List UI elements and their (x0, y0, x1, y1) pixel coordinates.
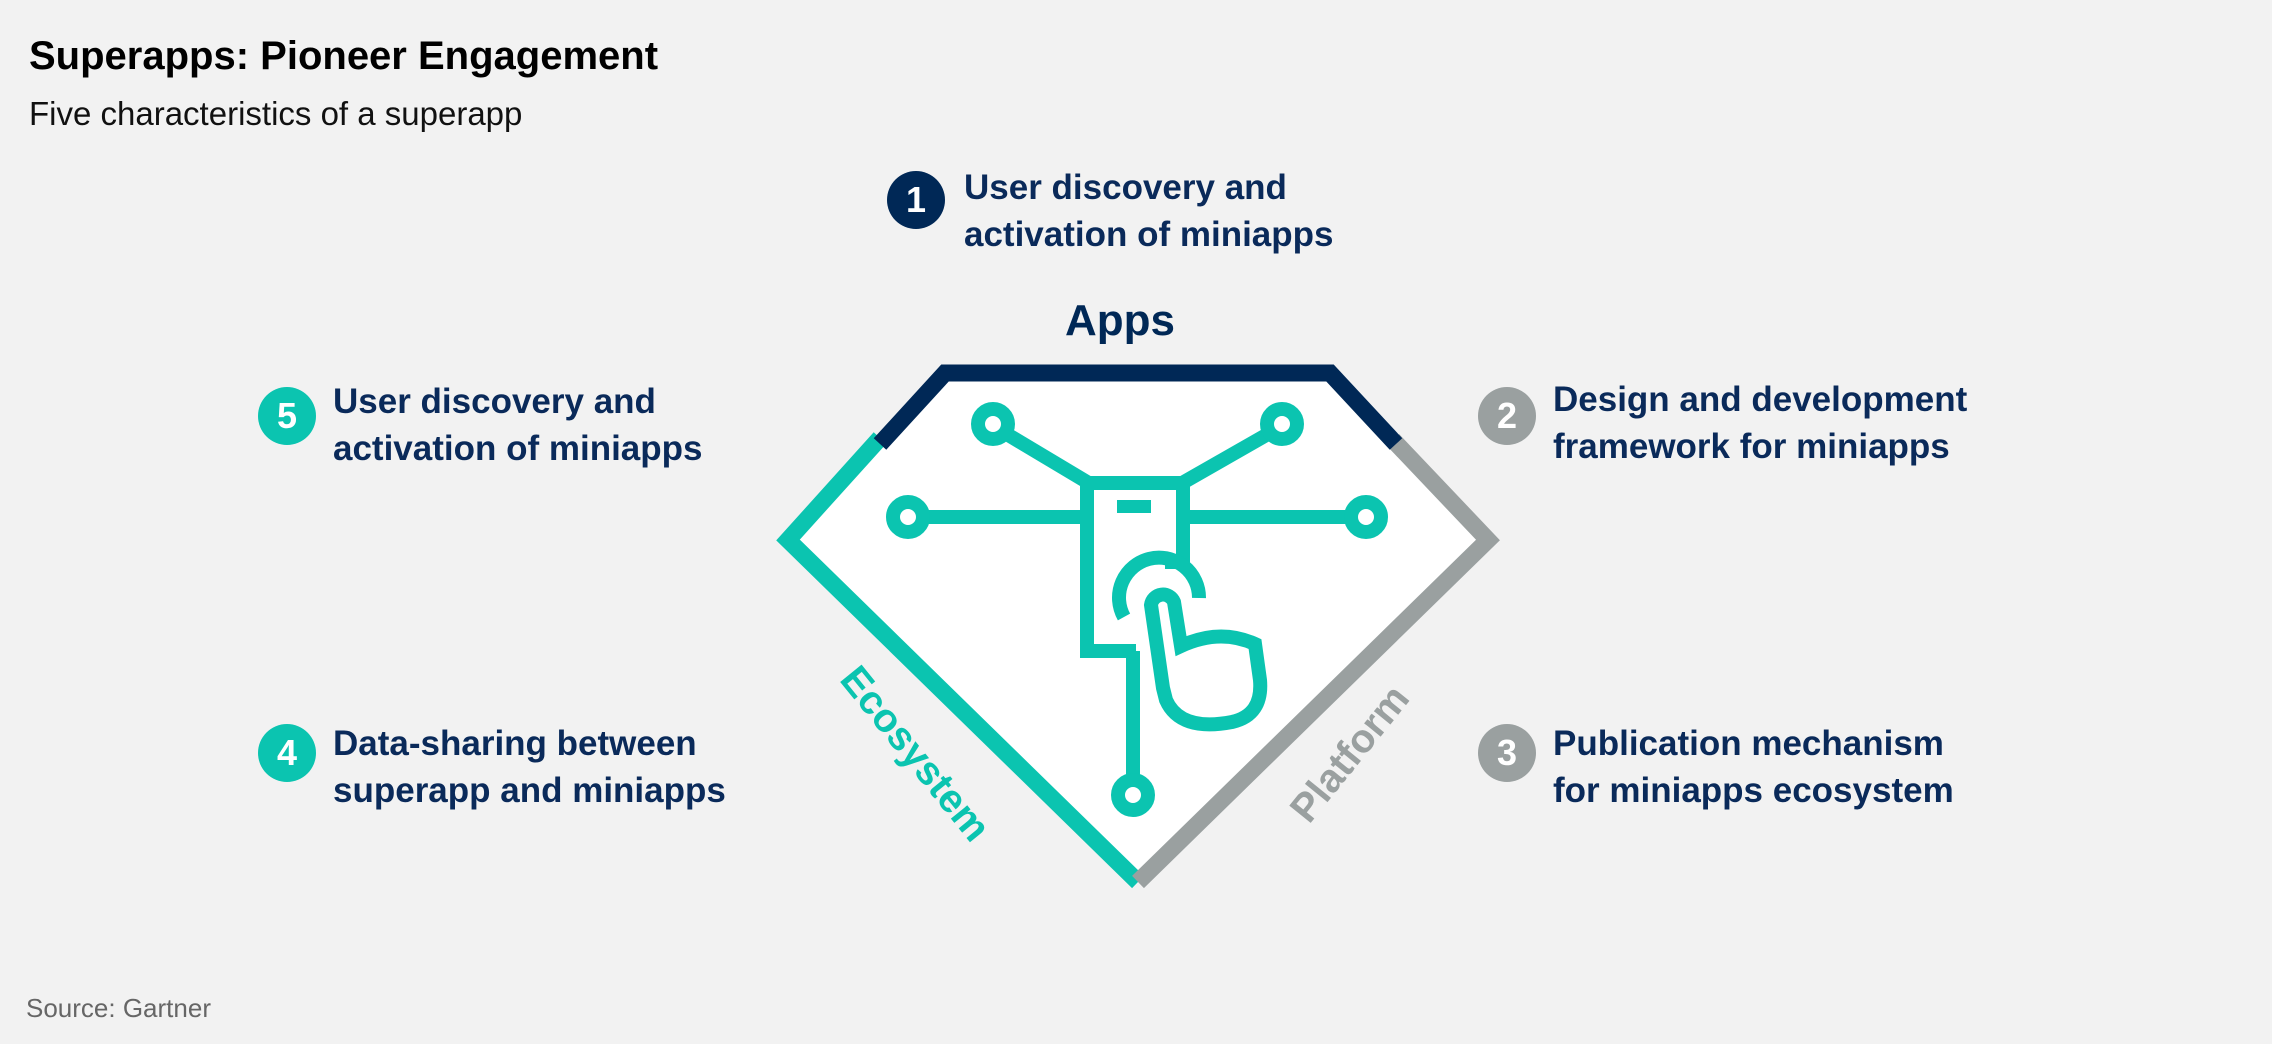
characteristic-1: User discovery and activation of miniapp… (964, 164, 1334, 258)
label-apps: Apps (1065, 296, 1175, 345)
characteristic-4-line2: superapp and miniapps (333, 771, 726, 810)
characteristic-4-line1: Data-sharing between (333, 724, 697, 763)
characteristic-3: Publication mechanism for miniapps ecosy… (1553, 720, 1954, 814)
phone-touch-icon (886, 402, 1388, 817)
characteristic-2-line1: Design and development (1553, 380, 1968, 419)
characteristic-3-line2: for miniapps ecosystem (1553, 771, 1954, 810)
characteristic-1-line1: User discovery and (964, 168, 1287, 207)
number-badge-1: 1 (887, 171, 945, 229)
source-note: Source: Gartner (26, 993, 211, 1023)
characteristic-5-line2: activation of miniapps (333, 429, 703, 468)
diamond-edge-platform (1132, 434, 1500, 889)
characteristic-4: Data-sharing between superapp and miniap… (333, 720, 726, 814)
number-badge-3: 3 (1478, 724, 1536, 782)
page-title: Superapps: Pioneer Engagement (29, 34, 659, 78)
number-badge-2: 2 (1478, 387, 1536, 445)
characteristic-5: User discovery and activation of miniapp… (333, 378, 703, 472)
characteristic-5-line1: User discovery and (333, 382, 656, 421)
diamond-edge-ecosystem (776, 432, 1144, 889)
characteristic-2-line2: framework for miniapps (1553, 427, 1950, 466)
characteristic-3-line1: Publication mechanism (1553, 724, 1944, 763)
diamond-edge-apps (873, 364, 1403, 450)
number-badge-4: 4 (258, 724, 316, 782)
diamond-fill (788, 373, 1488, 882)
characteristic-2: Design and development framework for min… (1553, 376, 1967, 470)
characteristic-1-line2: activation of miniapps (964, 215, 1334, 254)
page-subtitle: Five characteristics of a superapp (29, 95, 523, 132)
number-badge-5: 5 (258, 387, 316, 445)
